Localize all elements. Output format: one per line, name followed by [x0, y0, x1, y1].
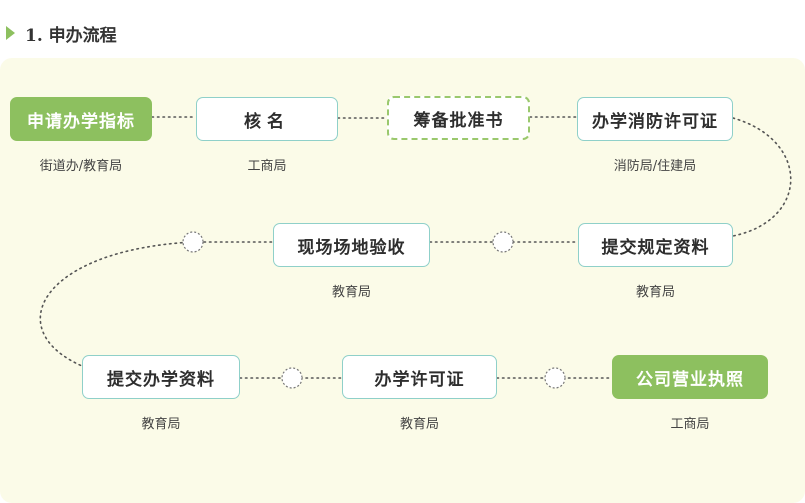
step-submit-school-docs-agency: 教育局 [141, 417, 181, 432]
step-submit-school-docs: 提交办学资料 [82, 355, 240, 399]
connector-dot [281, 367, 303, 389]
connector-dot [182, 231, 204, 253]
step-school-license-agency: 教育局 [399, 417, 439, 432]
section-title: 1. 申办流程 [25, 25, 117, 46]
connector-dot [544, 367, 566, 389]
step-site-inspection: 现场场地验收 [273, 223, 430, 267]
step-preparation-approval: 筹备批准书 [387, 96, 530, 140]
step-name-check: 核名 [196, 97, 338, 141]
step-fire-permit: 办学消防许可证 [577, 97, 733, 141]
step-apply-quota: 申请办学指标 [10, 97, 152, 141]
connector-dot [492, 231, 514, 253]
step-submit-required-docs-agency: 教育局 [635, 285, 675, 300]
section-header: 1. 申办流程 [6, 20, 117, 46]
connector-4-5 [732, 117, 792, 237]
step-apply-quota-agency: 街道办/教育局 [39, 159, 123, 174]
step-submit-required-docs: 提交规定资料 [578, 223, 733, 267]
step-fire-permit-agency: 消防局/住建局 [613, 159, 697, 174]
step-school-license: 办学许可证 [342, 355, 497, 399]
connector-6-7 [39, 241, 194, 367]
step-business-license-agency: 工商局 [670, 417, 710, 432]
step-site-inspection-agency: 教育局 [331, 285, 371, 300]
step-business-license: 公司营业执照 [612, 355, 768, 399]
triangle-bullet-icon [6, 26, 15, 40]
step-name-check-agency: 工商局 [247, 159, 287, 174]
